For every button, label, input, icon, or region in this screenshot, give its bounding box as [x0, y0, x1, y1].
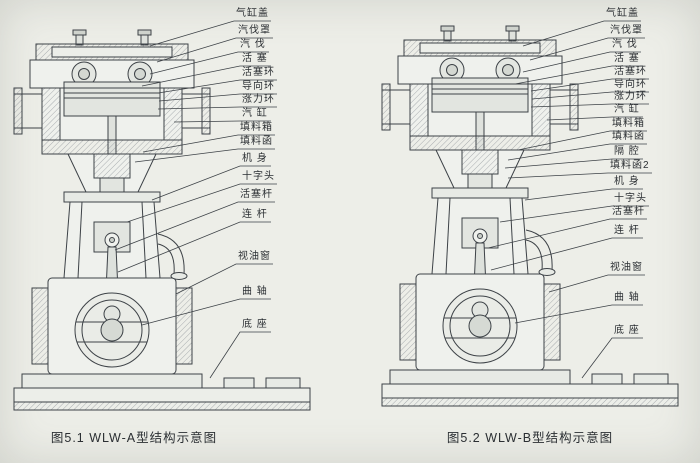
part-label: 视油窗	[610, 262, 643, 273]
part-label: 底 座	[242, 319, 268, 330]
part-label: 填料函	[612, 131, 645, 142]
leader-lines	[114, 20, 652, 379]
part-label: 导向环	[242, 81, 275, 92]
part-label: 汽 缸	[614, 104, 640, 115]
part-label: 视油窗	[238, 251, 271, 262]
part-label: 填料箱	[240, 122, 273, 133]
part-label: 导向环	[614, 79, 647, 90]
part-label: 十字头	[242, 171, 275, 182]
part-label: 填料函2	[610, 160, 650, 171]
part-label: 十字头	[614, 193, 647, 204]
figure-caption-right: 图5.2 WLW-B型结构示意图	[446, 431, 614, 445]
part-label: 气缸盖	[236, 8, 269, 19]
part-label: 活塞环	[242, 67, 275, 78]
part-label: 填料箱	[612, 118, 645, 129]
part-label: 机 身	[242, 153, 268, 164]
part-label: 填料函	[240, 136, 273, 147]
part-label: 底 座	[614, 325, 640, 336]
part-label: 机 身	[614, 176, 640, 187]
part-label: 涨力环	[242, 94, 275, 105]
part-label: 活 塞	[242, 53, 268, 64]
part-label: 曲 轴	[242, 286, 268, 297]
part-label: 汽 伐	[240, 39, 266, 50]
part-label: 活 塞	[614, 53, 640, 64]
part-label: 活塞环	[614, 66, 647, 77]
part-label: 涨力环	[614, 91, 647, 102]
figure-caption-left: 图5.1 WLW-A型结构示意图	[50, 431, 218, 445]
part-label: 曲 轴	[614, 292, 640, 303]
part-label: 活塞杆	[612, 206, 645, 217]
part-label: 连 杆	[242, 209, 268, 220]
part-label: 汽 缸	[242, 108, 268, 119]
part-label: 汽伐罩	[238, 25, 271, 36]
part-label: 汽 伐	[612, 39, 638, 50]
part-label: 活塞杆	[240, 189, 273, 200]
part-label: 汽伐罩	[610, 25, 643, 36]
part-label: 隔 腔	[614, 146, 640, 157]
part-label: 气缸盖	[606, 8, 639, 19]
part-label: 连 杆	[614, 225, 640, 236]
